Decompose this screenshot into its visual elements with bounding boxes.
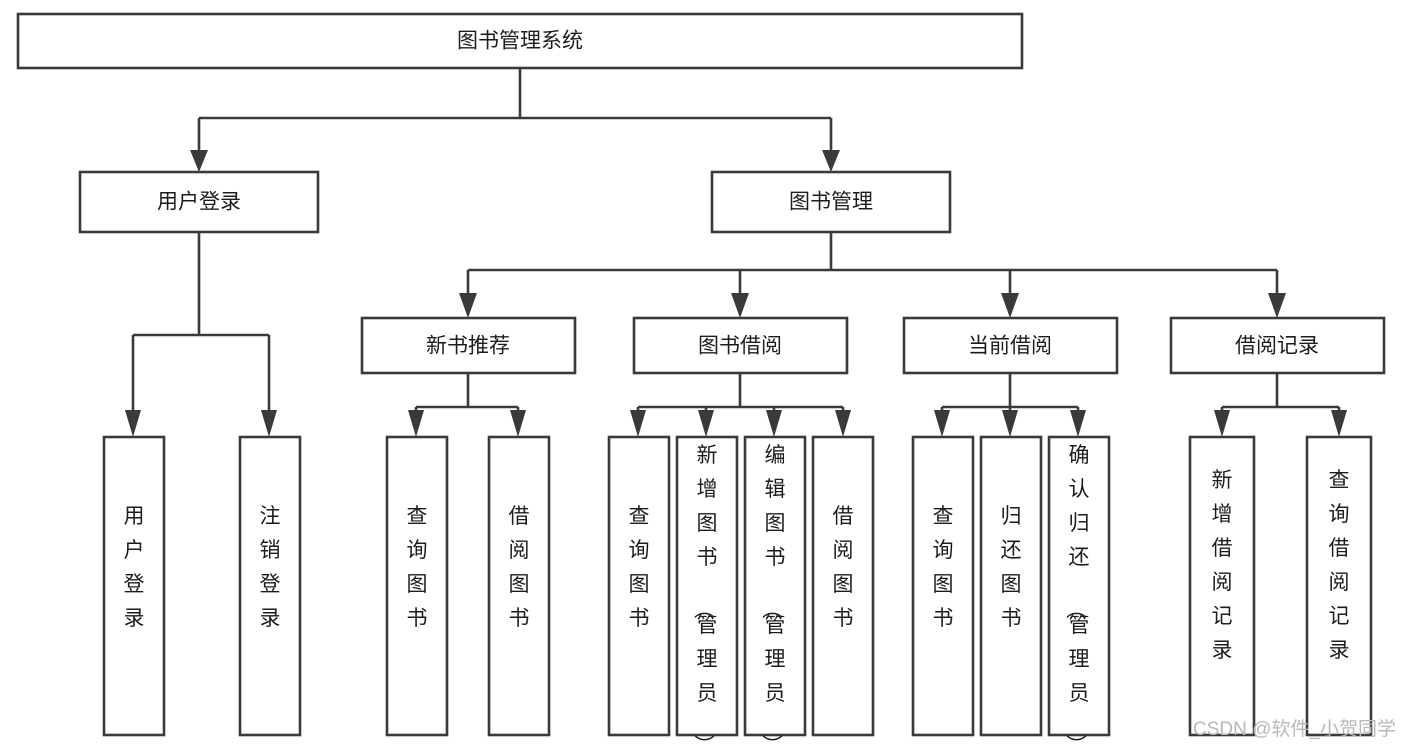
node-leaf-user-logout-box[interactable] [238,435,302,737]
node-current-borrow-box[interactable] [902,316,1119,375]
node-book-borrow[interactable]: 图书借阅 [632,316,849,375]
node-leaf-borrow-book-1-label: 借阅图书 [509,505,530,630]
node-leaf-query-record[interactable]: 查询借阅记录 [1305,435,1373,737]
node-book-management[interactable]: 图书管理 [710,170,952,234]
node-leaf-query-book-1[interactable]: 查询图书 [385,435,449,737]
node-leaf-query-book-3-label: 查询图书 [933,505,954,630]
connector-group-book-borrow [630,373,851,437]
connector-group-user-login [125,232,277,437]
arrowhead-borrow-record [1268,293,1286,318]
leaf-group-current-borrow: 查询图书 归还图书 确认归还（管理员） [911,435,1111,747]
node-current-borrow-label: 当前借阅 [968,335,1052,358]
node-leaf-add-record-label: 新增借阅记录 [1212,469,1233,662]
node-user-login-label: 用户登录 [157,191,241,214]
node-new-book-recommend-box[interactable] [360,316,577,375]
node-leaf-add-record-box[interactable] [1188,435,1256,737]
arrowhead-bb-leaf2 [698,410,714,437]
arrowhead-nbr-leaf2 [510,410,526,437]
arrowhead-nbr-leaf1 [408,410,424,437]
csdn-watermark: CSDN @软件_小贺同学 [1193,718,1396,740]
node-leaf-query-book-1-box[interactable] [385,435,449,737]
node-leaf-add-book-box[interactable] [675,435,739,737]
arrowhead-cb-leaf3 [1070,410,1086,437]
leaf-group-user-login: 用户登录 注销登录 [102,435,302,737]
node-leaf-return-book-label: 归还图书 [1001,505,1022,630]
node-leaf-borrow-book-1-box[interactable] [487,435,551,737]
node-leaf-edit-book-label: 编辑图书（管理员） [760,444,786,747]
connector-group-root [190,68,840,172]
node-borrow-record-box[interactable] [1169,316,1386,375]
node-leaf-borrow-book-1[interactable]: 借阅图书 [487,435,551,737]
node-leaf-return-book-box[interactable] [979,435,1043,737]
node-leaf-user-login[interactable]: 用户登录 [102,435,166,737]
node-current-borrow[interactable]: 当前借阅 [902,316,1119,375]
node-book-management-label: 图书管理 [789,191,873,214]
node-leaf-user-login-label: 用户登录 [124,505,145,630]
node-leaf-query-record-box[interactable] [1305,435,1373,737]
leaf-group-book-borrow: 查询图书 新增图书（管理员） 编辑图书（管理员） 借阅图书 [607,435,875,747]
node-leaf-borrow-book-2[interactable]: 借阅图书 [811,435,875,737]
connector-group-new-book-recommend [408,373,526,437]
arrowhead-bb-leaf4 [835,410,851,437]
node-borrow-record[interactable]: 借阅记录 [1169,316,1386,375]
node-leaf-query-book-2-box[interactable] [607,435,671,737]
arrowhead-br-leaf2 [1331,410,1347,437]
node-leaf-user-logout-label: 注销登录 [260,505,281,630]
node-leaf-query-book-3[interactable]: 查询图书 [911,435,975,737]
node-root[interactable]: 图书管理系统 [16,12,1024,70]
node-root-label: 图书管理系统 [457,30,583,53]
arrowhead-current-borrow [1001,293,1019,318]
arrowhead-book-borrow [731,293,749,318]
node-leaf-user-logout[interactable]: 注销登录 [238,435,302,737]
node-new-book-recommend[interactable]: 新书推荐 [360,316,577,375]
node-new-book-recommend-label: 新书推荐 [426,335,510,358]
node-book-management-box[interactable] [710,170,952,234]
arrowhead-book-management [822,150,840,172]
node-user-login[interactable]: 用户登录 [78,170,320,234]
node-leaf-add-book[interactable]: 新增图书（管理员） [675,435,739,747]
node-leaf-borrow-book-2-label: 借阅图书 [833,505,854,630]
node-leaf-query-record-label: 查询借阅记录 [1329,469,1350,662]
node-user-login-box[interactable] [78,170,320,234]
arrowhead-cb-leaf1 [934,410,950,437]
leaf-group-new-book-recommend: 查询图书 借阅图书 [385,435,551,737]
node-book-borrow-label: 图书借阅 [698,335,782,358]
node-leaf-add-book-label: 新增图书（管理员） [692,444,718,747]
node-leaf-return-book[interactable]: 归还图书 [979,435,1043,737]
arrowhead-new-book-recommend [459,293,477,318]
node-leaf-edit-book[interactable]: 编辑图书（管理员） [743,435,807,747]
node-leaf-query-book-3-box[interactable] [911,435,975,737]
node-leaf-confirm-return[interactable]: 确认归还（管理员） [1047,435,1111,747]
connector-group-borrow-record [1214,373,1347,437]
node-leaf-add-record[interactable]: 新增借阅记录 [1188,435,1256,737]
arrowhead-leaf-user-login [125,410,141,437]
arrowhead-bb-leaf1 [630,410,646,437]
node-borrow-record-label: 借阅记录 [1235,335,1319,358]
node-leaf-query-book-1-label: 查询图书 [407,505,428,630]
node-leaf-query-book-2-label: 查询图书 [629,505,650,630]
arrowhead-user-login [190,150,208,172]
node-leaf-user-login-box[interactable] [102,435,166,737]
node-root-box[interactable] [16,12,1024,70]
node-book-borrow-box[interactable] [632,316,849,375]
connector-group-book-management [459,232,1286,318]
node-leaf-query-book-2[interactable]: 查询图书 [607,435,671,737]
arrowhead-br-leaf1 [1214,410,1230,437]
node-leaf-borrow-book-2-box[interactable] [811,435,875,737]
arrowhead-leaf-user-logout [261,410,277,437]
leaf-group-borrow-record: 新增借阅记录 查询借阅记录 [1188,435,1373,737]
node-leaf-confirm-return-label: 确认归还（管理员） [1064,444,1090,747]
arrowhead-cb-leaf2 [1002,410,1018,437]
node-leaf-confirm-return-box[interactable] [1047,435,1111,737]
node-leaf-edit-book-box[interactable] [743,435,807,737]
connector-group-current-borrow [934,373,1086,437]
arrowhead-bb-leaf3 [766,410,782,437]
